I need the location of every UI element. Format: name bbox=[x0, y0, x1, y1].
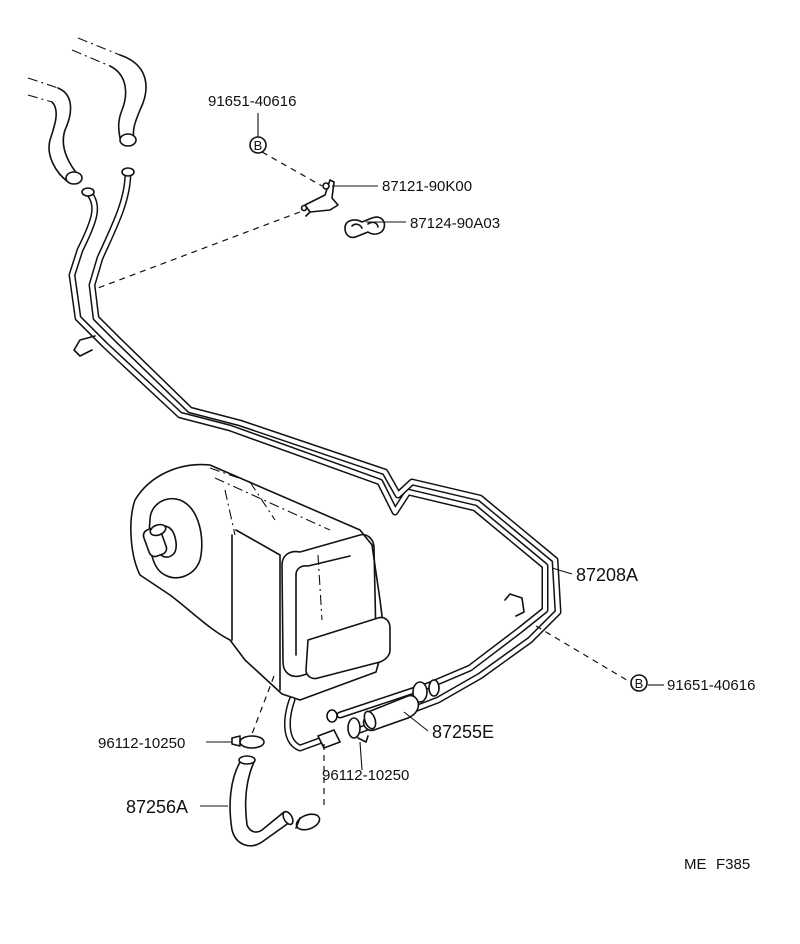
label-bolt-right: 91651-40616 bbox=[667, 677, 755, 694]
hose-87255E bbox=[362, 694, 420, 732]
label-hose-a: 87256A bbox=[126, 797, 188, 817]
clamp-87124 bbox=[344, 216, 386, 239]
leader-lines bbox=[200, 113, 664, 807]
label-pipe: 87208A bbox=[576, 565, 638, 585]
hose-87256A bbox=[229, 755, 294, 847]
pipe-clip-right bbox=[504, 593, 525, 617]
hose-clamp-right bbox=[412, 679, 440, 703]
heater-unit bbox=[130, 463, 391, 701]
pipe-87208A bbox=[68, 167, 562, 734]
reference-lines bbox=[97, 151, 631, 810]
upper-right-hose bbox=[71, 37, 147, 147]
hose-clamp-mid bbox=[347, 717, 369, 743]
pipe-hook-bracket bbox=[73, 335, 96, 357]
hose-clamp-lower bbox=[295, 813, 321, 831]
bolt-marker-right-letter: B bbox=[635, 676, 644, 691]
bolt-marker-top: B bbox=[249, 136, 267, 154]
footer-code-left: ME bbox=[684, 856, 707, 873]
hose-clamp-left bbox=[231, 735, 265, 749]
bracket-87121 bbox=[300, 179, 339, 217]
label-hose-clamp-left: 96112-10250 bbox=[98, 735, 185, 752]
heater-outlet-pipe bbox=[284, 696, 342, 752]
bolt-marker-right: B bbox=[630, 674, 648, 692]
label-bracket: 87121-90K00 bbox=[382, 178, 472, 195]
label-bolt-top: 91651-40616 bbox=[208, 93, 296, 110]
label-hose-clamp-mid: 96112-10250 bbox=[322, 767, 409, 784]
bolt-marker-top-letter: B bbox=[254, 138, 263, 153]
upper-left-hose bbox=[27, 77, 83, 185]
footer-code-right: F385 bbox=[716, 856, 750, 873]
label-clamp: 87124-90A03 bbox=[410, 215, 500, 232]
label-hose-e: 87255E bbox=[432, 722, 494, 742]
